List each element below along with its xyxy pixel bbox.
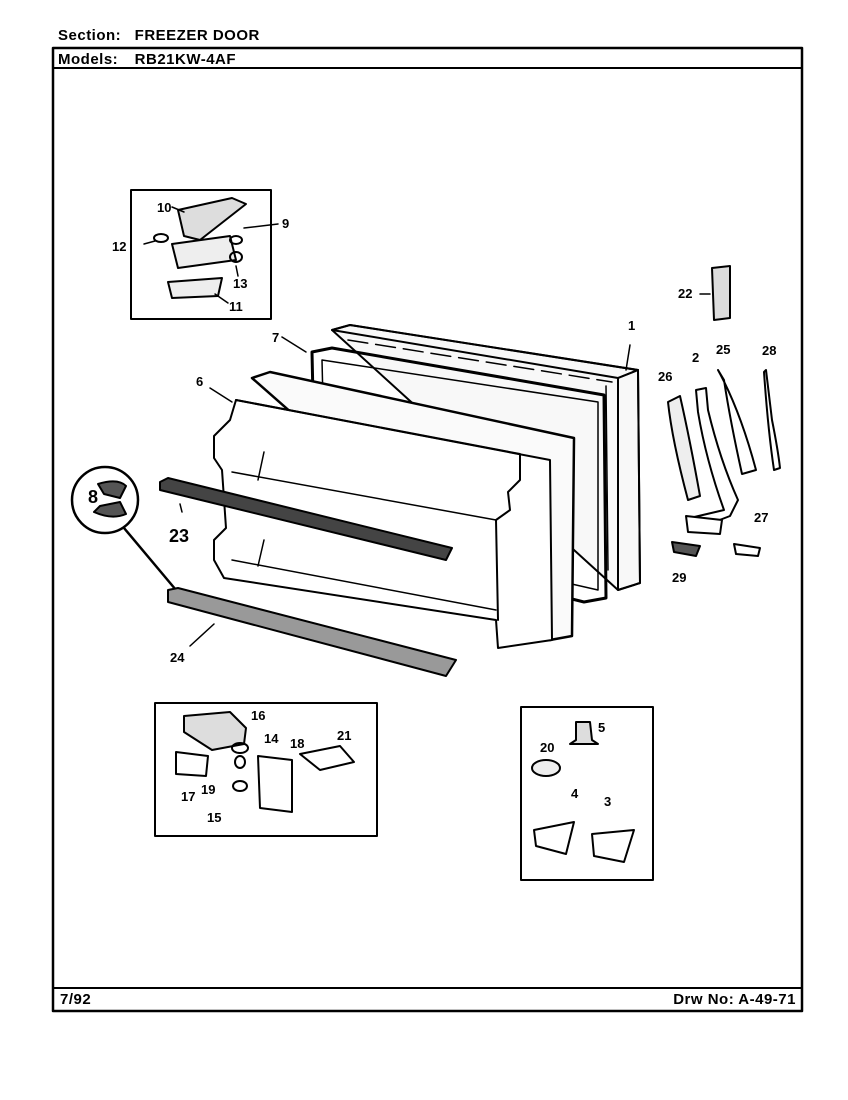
callout-14: 14 [264, 731, 279, 746]
bottom-hinge-inset [154, 702, 378, 837]
models-header: Models: RB21KW-4AF [58, 51, 236, 68]
callout-11: 11 [229, 299, 243, 314]
callout-4: 4 [571, 786, 579, 801]
callout-19: 19 [201, 782, 215, 797]
callout-15: 15 [207, 810, 221, 825]
callout-1: 1 [628, 318, 635, 333]
callout-23: 23 [169, 526, 189, 546]
callout-24: 24 [170, 650, 185, 665]
callout-10: 10 [157, 200, 171, 215]
hardware-inset [520, 706, 654, 881]
models-label: Models: [58, 51, 119, 68]
footer-date: 7/92 [60, 991, 92, 1008]
callout-9: 9 [282, 216, 289, 231]
callout-25: 25 [716, 342, 730, 357]
callout-6: 6 [196, 374, 203, 389]
callout-12: 12 [112, 239, 126, 254]
handle-parts [667, 265, 781, 557]
inner-door-liner [209, 370, 576, 649]
callout-8: 8 [88, 487, 98, 507]
top-hinge-inset [130, 189, 279, 320]
callout-13: 13 [233, 276, 247, 291]
models-value: RB21KW-4AF [134, 51, 237, 68]
callout-2: 2 [692, 350, 699, 365]
section-label: Section: [58, 27, 122, 44]
callout-7: 7 [272, 330, 279, 345]
callout-17: 17 [181, 789, 195, 804]
detail-circle-8 [70, 465, 178, 592]
callout-18: 18 [290, 736, 304, 751]
section-value: FREEZER DOOR [134, 27, 260, 44]
callout-20: 20 [540, 740, 554, 755]
callout-26: 26 [658, 369, 672, 384]
callout-22: 22 [678, 286, 692, 301]
section-header: Section: FREEZER DOOR [58, 27, 260, 44]
footer-drawing-number: Drw No: A-49-71 [673, 991, 796, 1008]
callout-28: 28 [762, 343, 776, 358]
callout-3: 3 [604, 794, 611, 809]
callout-16: 16 [251, 708, 265, 723]
door-shelf-bar [159, 477, 453, 561]
callout-21: 21 [337, 728, 351, 743]
callout-5: 5 [598, 720, 605, 735]
callout-29: 29 [672, 570, 686, 585]
page-border [51, 46, 804, 1013]
callout-27: 27 [754, 510, 768, 525]
bottom-shelf-bar [167, 587, 457, 677]
